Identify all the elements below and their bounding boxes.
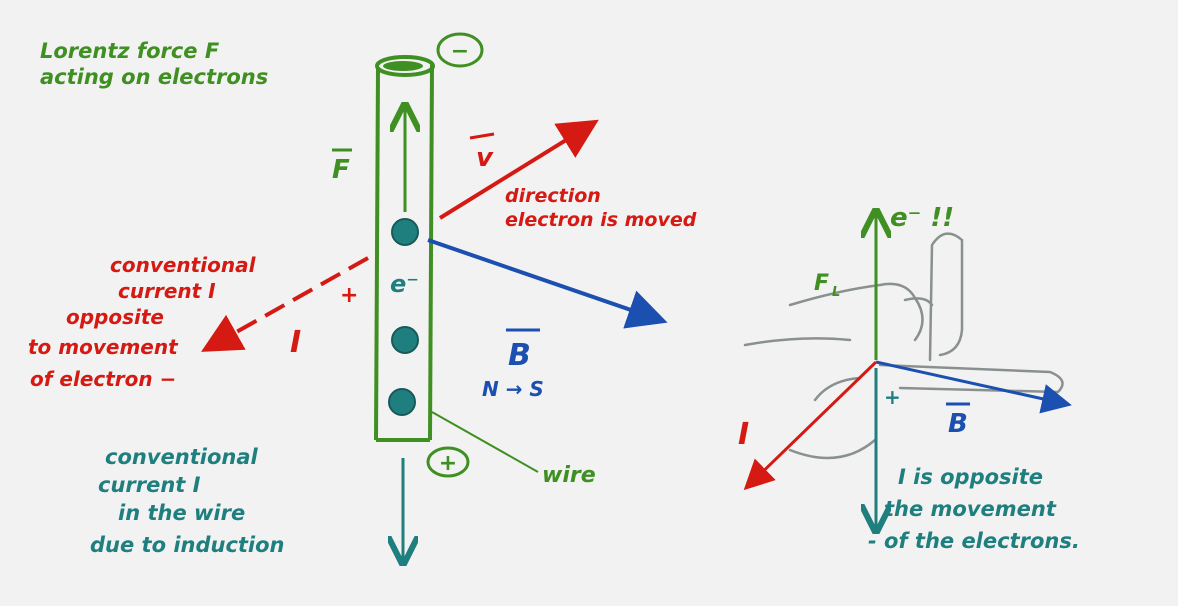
svg-text:acting on electrons: acting on electrons: [40, 65, 268, 89]
svg-text:conventional: conventional: [110, 253, 257, 277]
svg-text:due to induction: due to induction: [90, 533, 285, 557]
right-force-label: F: [814, 271, 829, 296]
svg-text:current I: current I: [98, 473, 201, 497]
velocity-arrow: [438, 119, 599, 220]
right-plus-sign: +: [884, 385, 901, 409]
title: Lorentz force F acting on electrons: [40, 39, 268, 89]
plus-sign: +: [340, 283, 358, 308]
svg-text:+: +: [439, 451, 457, 476]
velocity-note: electron is moved: [505, 209, 697, 231]
right-electron-label: e⁻ !!: [890, 203, 954, 233]
velocity-note: direction: [505, 185, 601, 207]
svg-text:−: −: [451, 39, 469, 64]
force-label: F: [332, 155, 350, 185]
svg-text:to movement: to movement: [28, 335, 179, 359]
svg-text:current I: current I: [118, 279, 216, 303]
right-current-arrow: [743, 360, 878, 491]
wire-label: wire: [542, 463, 596, 488]
right-current-label: I: [738, 417, 749, 452]
svg-text:conventional: conventional: [105, 445, 258, 469]
svg-text:I is opposite: I is opposite: [898, 465, 1043, 489]
field-label: B: [508, 338, 531, 373]
right-field-arrow: [875, 360, 1072, 414]
svg-text:Lorentz force F: Lorentz force F: [40, 39, 220, 63]
wire-pointer: [431, 411, 539, 473]
induction-note: conventional current I in the wire due t…: [90, 445, 285, 557]
velocity-vector-bar: [469, 132, 495, 140]
field-arrow: [427, 238, 668, 329]
wire: [374, 55, 435, 442]
plus-terminal: +: [426, 446, 470, 478]
field-direction: N → S: [482, 377, 544, 401]
current-label: I: [290, 325, 301, 360]
right-note: I is opposite the movement - of the elec…: [868, 465, 1080, 553]
right-field-label: B: [948, 409, 968, 439]
electron-label: e⁻: [390, 270, 419, 298]
velocity-label: v: [476, 143, 494, 173]
hand-sketch: [743, 232, 1064, 460]
minus-terminal: −: [436, 32, 484, 68]
current-note: conventional current I opposite to movem…: [28, 253, 257, 391]
svg-text:the movement: the movement: [884, 497, 1057, 521]
svg-text:of electron −: of electron −: [30, 367, 176, 391]
electrons: [388, 218, 419, 416]
right-force-subscript: L: [832, 285, 840, 300]
svg-text:- of the electrons.: - of the electrons.: [868, 529, 1080, 553]
svg-text:in the wire: in the wire: [118, 501, 245, 525]
svg-text:opposite: opposite: [66, 305, 164, 329]
